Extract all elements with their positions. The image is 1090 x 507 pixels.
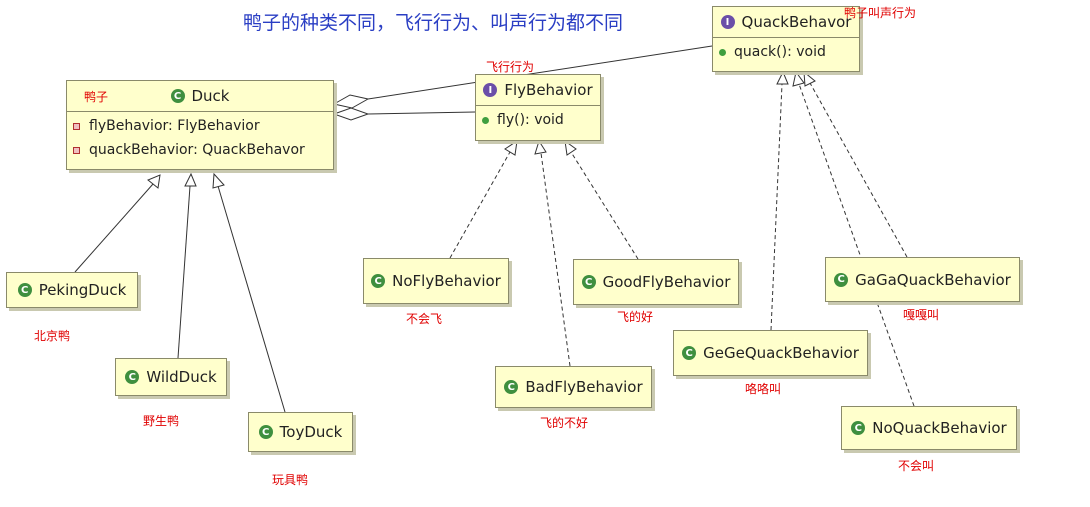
noquackbehavior-note: 不会叫	[898, 459, 935, 473]
wildduck-note: 野生鸭	[143, 414, 180, 428]
wildduck-header: C WildDuck	[116, 359, 226, 395]
aggregation-duck-fly	[332, 107, 476, 121]
gagaquackbehavior-note: 嘎嘎叫	[903, 308, 940, 322]
noquackbehavior-header: C NoQuackBehavior	[842, 407, 1016, 449]
flybehavior-header: I FlyBehavior	[476, 75, 600, 105]
toyduck-note: 玩具鸭	[272, 473, 309, 487]
gagaquackbehavior-header: C GaGaQuackBehavior	[826, 258, 1019, 301]
pekingduck-note: 北京鸭	[34, 329, 71, 343]
toyduck-class[interactable]: C ToyDuck	[248, 412, 353, 452]
noflybehavior-header: C NoFlyBehavior	[364, 259, 508, 303]
duck-class[interactable]: C Duck flyBehavior: FlyBehavior quackBeh…	[66, 80, 334, 170]
wildduck-class[interactable]: C WildDuck	[115, 358, 227, 396]
private-field-icon	[73, 122, 80, 130]
field-row: flyBehavior: FlyBehavior	[73, 114, 327, 138]
realize-nofly	[449, 139, 518, 259]
public-method-icon	[719, 48, 726, 56]
realize-gege	[770, 70, 789, 331]
duck-class-name: Duck	[191, 87, 230, 105]
noflybehavior-class[interactable]: C NoFlyBehavior	[363, 258, 509, 304]
realize-badfly	[534, 139, 571, 367]
quackbehavor-methods: quack(): void	[713, 37, 859, 66]
gagaquackbehavior-class[interactable]: C GaGaQuackBehavior	[825, 257, 1020, 302]
quackbehavor-header: I QuackBehavor	[713, 7, 859, 37]
public-method-icon	[482, 116, 489, 124]
realize-goodfly	[564, 139, 639, 260]
inherit-peking-duck	[74, 174, 161, 273]
class-icon: C	[17, 283, 32, 297]
interface-icon: I	[720, 15, 735, 29]
goodflybehavior-note: 飞的好	[617, 310, 654, 324]
flybehavior-interface[interactable]: I FlyBehavior fly(): void	[475, 74, 601, 141]
private-field-icon	[73, 146, 80, 154]
class-icon: C	[581, 275, 596, 289]
method-row: quack(): void	[719, 40, 853, 64]
class-icon: C	[834, 272, 849, 287]
class-icon: C	[682, 346, 697, 360]
quackbehavor-name: QuackBehavor	[741, 13, 852, 31]
badflybehavior-header: C BadFlyBehavior	[496, 367, 651, 407]
toyduck-name: ToyDuck	[279, 423, 343, 441]
flybehavior-name: FlyBehavior	[504, 81, 593, 99]
class-icon: C	[258, 425, 273, 439]
interface-icon: I	[483, 83, 498, 97]
field-fly-behavior: flyBehavior: FlyBehavior	[89, 118, 260, 134]
duck-fields: flyBehavior: FlyBehavior quackBehavior: …	[67, 111, 333, 164]
badflybehavior-note: 飞的不好	[540, 416, 589, 430]
noquackbehavior-class[interactable]: C NoQuackBehavior	[841, 406, 1017, 450]
class-icon: C	[371, 274, 386, 288]
duck-note: 鸭子	[84, 90, 109, 104]
goodflybehavior-header: C GoodFlyBehavior	[574, 260, 738, 304]
gegequackbehavior-name: GeGeQuackBehavior	[703, 344, 859, 362]
quackbehavor-note: 鸭子叫声行为	[844, 6, 917, 20]
class-icon: C	[504, 380, 519, 394]
method-fly: fly(): void	[497, 112, 564, 128]
goodflybehavior-class[interactable]: C GoodFlyBehavior	[573, 259, 739, 305]
badflybehavior-name: BadFlyBehavior	[525, 378, 643, 396]
realize-noquack	[792, 70, 915, 407]
flybehavior-note: 飞行行为	[486, 60, 535, 74]
aggregation-duck-quack	[332, 45, 713, 109]
method-row: fly(): void	[482, 108, 594, 132]
diagram-title: 鸭子的种类不同，飞行行为、叫声行为都不同	[243, 12, 624, 34]
noflybehavior-note: 不会飞	[406, 312, 443, 326]
inherit-wild-duck	[177, 172, 197, 359]
quackbehavor-interface[interactable]: I QuackBehavor quack(): void	[712, 6, 860, 72]
noflybehavior-name: NoFlyBehavior	[392, 272, 501, 290]
method-quack: quack(): void	[734, 44, 826, 60]
class-icon: C	[170, 89, 185, 103]
flybehavior-methods: fly(): void	[476, 105, 600, 134]
gegequackbehavior-class[interactable]: C GeGeQuackBehavior	[673, 330, 868, 376]
toyduck-header: C ToyDuck	[249, 413, 352, 451]
gagaquackbehavior-name: GaGaQuackBehavior	[855, 270, 1011, 289]
badflybehavior-class[interactable]: C BadFlyBehavior	[495, 366, 652, 408]
gegequackbehavior-header: C GeGeQuackBehavior	[674, 331, 867, 375]
inherit-toy-duck	[212, 172, 286, 413]
pekingduck-class[interactable]: C PekingDuck	[6, 272, 138, 308]
pekingduck-name: PekingDuck	[38, 281, 127, 299]
field-row: quackBehavior: QuackBehavor	[73, 138, 327, 162]
noquackbehavior-name: NoQuackBehavior	[872, 419, 1007, 437]
goodflybehavior-name: GoodFlyBehavior	[602, 273, 731, 291]
realize-gaga	[803, 70, 908, 258]
duck-class-header: C Duck	[67, 81, 333, 111]
class-icon: C	[125, 370, 140, 384]
class-icon: C	[851, 421, 866, 435]
field-quack-behavior: quackBehavior: QuackBehavor	[89, 142, 305, 158]
gegequackbehavior-note: 咯咯叫	[745, 382, 782, 396]
pekingduck-header: C PekingDuck	[7, 273, 137, 307]
wildduck-name: WildDuck	[146, 368, 217, 386]
